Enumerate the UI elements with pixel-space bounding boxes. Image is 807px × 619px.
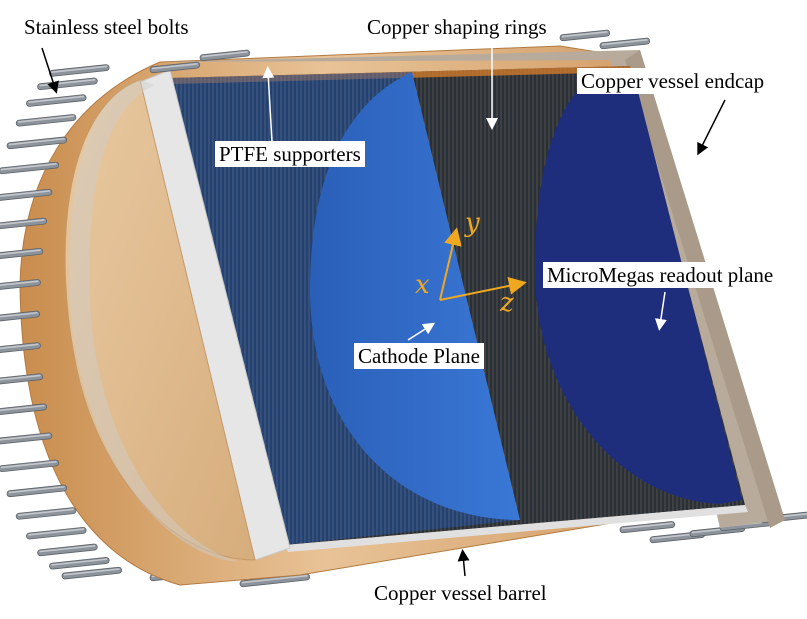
bolt [0,188,53,202]
z-axis-arrow [439,276,527,301]
arrow-cathode [407,322,436,341]
arrow-bolts [41,47,59,94]
bolt-group-left [0,29,651,580]
bolt [0,373,44,386]
bolt [0,161,60,175]
bolt [37,543,98,557]
arrow-endcap [697,99,726,156]
label-ptfe-supporters: PTFE supporters [215,141,365,168]
bolt [559,29,611,42]
bolt [0,342,41,355]
bolt [0,432,53,445]
axis-label-z: z [500,288,514,318]
arrow-micromegas [654,291,667,331]
bolt [149,61,201,74]
bolt [15,507,77,520]
bolt [26,526,87,540]
label-copper-vessel-barrel: Copper vessel barrel [370,580,551,607]
label-cathode-plane: Cathode Plane [354,343,484,370]
label-stainless-steel-bolts: Stainless steel bolts [20,14,193,41]
bolt [26,94,87,107]
axis-label-x: x [415,270,430,300]
bolt [49,557,110,570]
arrow-barrel [457,549,470,577]
bolt [6,484,68,498]
bolt [0,403,48,416]
y-axis-arrow [439,227,462,301]
bolt [0,459,60,473]
bolt [0,217,48,231]
coordinate-axes [439,227,527,301]
label-micromegas-readout-plane: MicroMegas readout plane [543,262,778,289]
arrow-ptfe [262,66,275,143]
label-arrows [41,42,726,577]
bolt [599,37,651,50]
flange-face [64,79,256,562]
bolt [619,521,676,534]
label-copper-shaping-rings: Copper shaping rings [363,14,551,41]
bolt [37,77,98,91]
bolt [61,566,123,580]
bolt [199,49,251,62]
bolt [0,247,44,261]
bolt [15,114,77,127]
bolt [49,64,110,77]
axis-label-y: y [465,208,480,238]
bolt [6,136,68,150]
label-copper-vessel-endcap: Copper vessel endcap [577,68,769,95]
bolt [0,279,41,292]
bolt [0,310,41,324]
